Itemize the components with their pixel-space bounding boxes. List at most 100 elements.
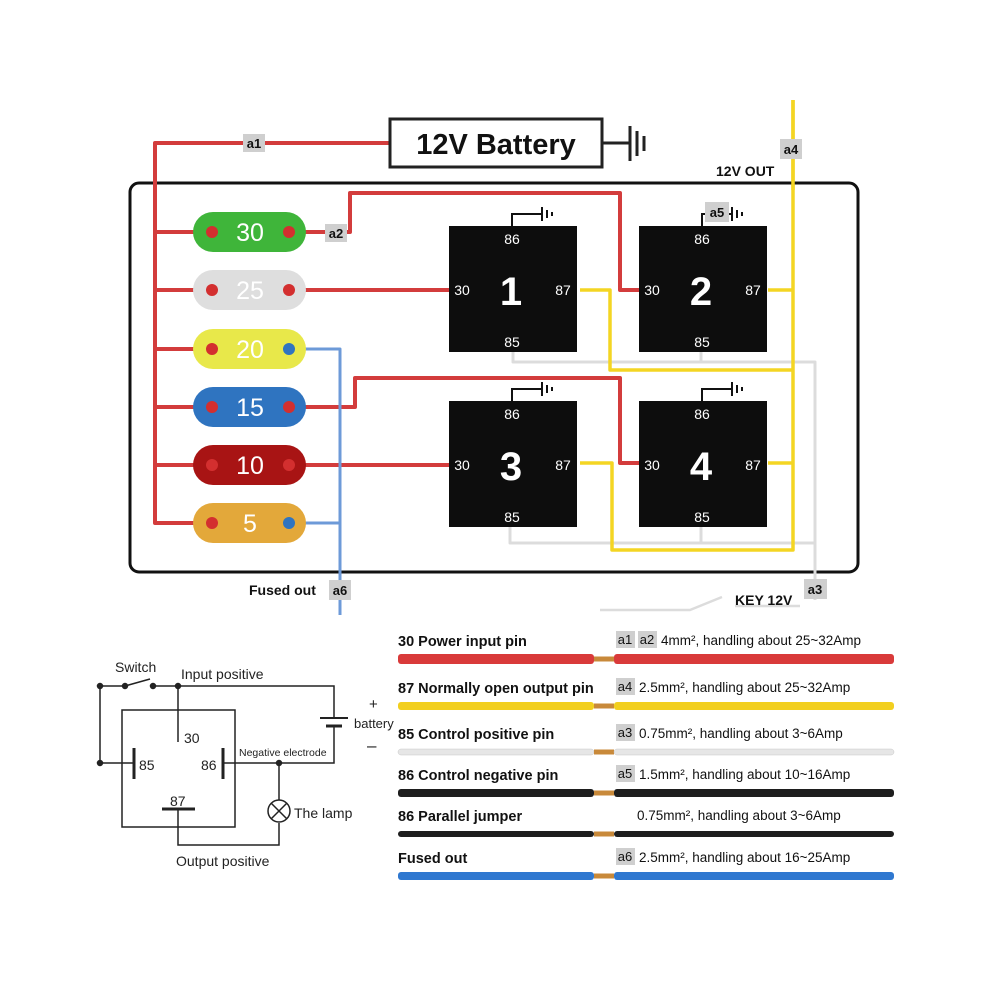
relay-pin-30-label: 30 <box>644 457 660 473</box>
relay-pin-30-label: 30 <box>454 282 470 298</box>
legend-wire-insulation-right <box>614 654 894 664</box>
fuse-terminal-left <box>206 343 218 355</box>
fuse-body <box>193 387 306 427</box>
fuse-rating-label: 20 <box>236 336 264 364</box>
legend-wire-copper-core <box>594 831 614 837</box>
legend-wire-insulation-left <box>398 872 594 880</box>
relay-pin-85-label: 85 <box>694 509 710 525</box>
relay-pin-87-label: 87 <box>745 457 761 473</box>
legend-tag: a3 <box>618 725 632 740</box>
relay-pin-87-label: 87 <box>555 282 571 298</box>
legend-wire-title: 30 Power input pin <box>398 634 527 650</box>
fuse-terminal-right <box>283 343 295 355</box>
tag-a5: a5 <box>705 202 729 222</box>
fuse-terminal-right <box>283 226 295 238</box>
schematic-output-positive-label: Output positive <box>176 853 270 869</box>
tag-a6: a6 <box>329 580 351 600</box>
fuse-terminal-right <box>283 517 295 529</box>
fuse-body <box>193 212 306 252</box>
legend-tag-bg <box>616 848 635 865</box>
fuse-15: 15 <box>193 387 306 427</box>
legend-wire-spec: 0.75mm², handling about 3~6Amp <box>639 726 843 741</box>
relay-pin-30-label: 30 <box>644 282 660 298</box>
relay-4: 86 30 87 85 4 <box>639 382 767 527</box>
schematic-pin-87-label: 87 <box>170 793 186 809</box>
relay-body <box>449 226 577 352</box>
relay-body <box>449 401 577 527</box>
relay-schematic <box>96 678 348 846</box>
legend-wire-insulation-left <box>398 654 594 664</box>
legend-wire-title: 86 Parallel jumper <box>398 809 522 825</box>
fuse-body <box>193 270 306 310</box>
white-wire-85-bottom <box>508 527 815 545</box>
legend-wire-copper-core <box>594 873 614 879</box>
fuse-terminal-right <box>283 459 295 471</box>
relay-number-label: 1 <box>500 270 522 314</box>
tag-a2: a2 <box>325 224 347 242</box>
relay-pin-85-label: 85 <box>694 334 710 350</box>
fuse-30: 30 <box>193 212 306 252</box>
svg-text:a1: a1 <box>247 136 261 151</box>
schematic-input-positive-label: Input positive <box>181 666 264 682</box>
legend-tag: a4 <box>618 679 632 694</box>
yellow-wire-12v-out <box>580 100 795 552</box>
relay-pin-30-label: 30 <box>454 457 470 473</box>
fuse-terminal-left <box>206 517 218 529</box>
fuse-terminal-right <box>283 401 295 413</box>
legend-row: 86 Parallel jumper 0.75mm², handling abou… <box>398 808 894 837</box>
lamp-icon <box>267 799 291 823</box>
fuse-body <box>193 503 306 543</box>
schematic-negative-electrode-label: Negative electrode <box>239 747 327 759</box>
label-12v-out: 12V OUT <box>716 163 775 179</box>
relay-number-label: 2 <box>690 270 712 314</box>
legend-tag-bg <box>616 631 635 648</box>
fuse-rating-label: 10 <box>236 452 264 480</box>
svg-text:a2: a2 <box>329 226 343 241</box>
label-fused-out: Fused out <box>249 582 316 598</box>
schematic-minus-label: – <box>367 736 377 755</box>
ground-icon <box>701 382 743 401</box>
fuse-25: 25 <box>193 270 306 310</box>
svg-text:a3: a3 <box>808 582 822 597</box>
legend-wire-spec: 0.75mm², handling about 3~6Amp <box>637 808 841 823</box>
tag-a1: a1 <box>243 134 265 152</box>
legend-wire-insulation-left <box>398 831 594 837</box>
relay-body <box>639 401 767 527</box>
legend-wire-copper-core <box>594 790 614 796</box>
fuse-rating-label: 30 <box>236 219 264 247</box>
legend-wire-spec: 2.5mm², handling about 25~32Amp <box>639 680 850 695</box>
relay-number-label: 4 <box>690 445 713 489</box>
tag-a3: a3 <box>804 579 827 599</box>
fuse-terminal-left <box>206 284 218 296</box>
legend-wire-insulation-left <box>398 789 594 797</box>
fuse-20: 20 <box>193 329 306 369</box>
legend-wire-insulation-right <box>614 831 894 837</box>
ground-icon <box>511 382 553 401</box>
fuse-body <box>193 445 306 485</box>
fuse-terminal-left <box>206 226 218 238</box>
legend-tag-bg <box>616 724 635 741</box>
red-wire-bus <box>153 141 390 525</box>
svg-text:a6: a6 <box>333 583 347 598</box>
fuse-10: 10 <box>193 445 306 485</box>
schematic-plus-label: + <box>369 696 378 713</box>
relay-number-label: 3 <box>500 445 522 489</box>
legend-wire-title: 87 Normally open output pin <box>398 681 594 697</box>
legend-wire-spec: 2.5mm², handling about 16~25Amp <box>639 850 850 865</box>
label-key-12v: KEY 12V <box>735 592 793 608</box>
battery-label: 12V Battery <box>416 129 576 161</box>
legend-tag: a5 <box>618 766 632 781</box>
legend-wire-title: 86 Control negative pin <box>398 768 558 784</box>
svg-text:a5: a5 <box>710 205 724 220</box>
schematic-switch-label: Switch <box>115 659 156 675</box>
relay-pin-86-label: 86 <box>694 406 710 422</box>
